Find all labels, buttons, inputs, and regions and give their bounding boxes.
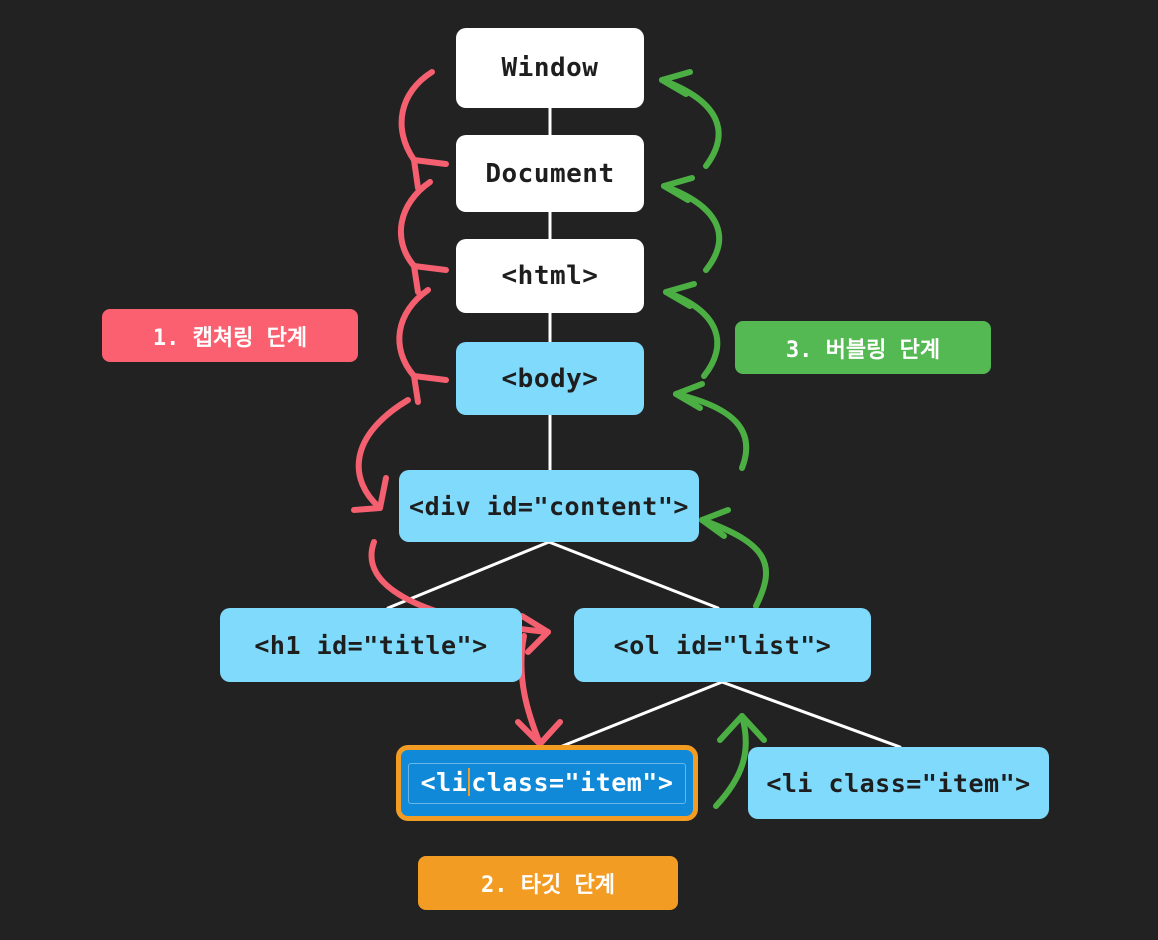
node-html[interactable]: <html> — [456, 239, 644, 313]
node-div-content[interactable]: <div id="content"> — [399, 470, 699, 542]
node-div-content-label: <div id="content"> — [409, 491, 689, 521]
node-document-label: Document — [485, 158, 615, 189]
node-body[interactable]: <body> — [456, 342, 644, 415]
bubble-arrow-3 — [673, 381, 750, 471]
badge-bubbling-phase-label: 3. 버블링 단계 — [785, 337, 941, 363]
capture-arrow-6 — [515, 633, 563, 747]
node-window[interactable]: Window — [456, 28, 644, 108]
bubble-arrow-4 — [663, 281, 721, 379]
node-body-label: <body> — [501, 363, 599, 394]
badge-bubbling-phase[interactable]: 3. 버블링 단계 — [735, 321, 991, 374]
capture-arrow-1 — [398, 69, 449, 191]
bubble-arrows-layer — [659, 69, 769, 809]
target-text-box: <li class="item"> — [407, 762, 687, 804]
target-label-after-caret: class="item"> — [471, 767, 674, 797]
edge-div-h1 — [386, 540, 551, 610]
edge-ol-li1 — [558, 680, 724, 749]
edge-div-ol — [547, 540, 720, 610]
node-li-item-target[interactable]: <li class="item"> — [396, 745, 698, 821]
node-li-item-second[interactable]: <li class="item"> — [748, 747, 1049, 819]
badge-capturing-phase-label: 1. 캡쳐링 단계 — [152, 325, 308, 351]
edge-ol-li2 — [720, 680, 902, 749]
node-html-label: <html> — [501, 261, 599, 291]
capture-arrow-2 — [398, 179, 449, 295]
badge-target-phase-label: 2. 타깃 단계 — [481, 873, 615, 898]
badge-capturing-phase[interactable]: 1. 캡쳐링 단계 — [102, 309, 358, 362]
target-label-before-caret: <li — [420, 767, 468, 797]
text-caret — [468, 767, 471, 797]
node-window-label: Window — [501, 53, 599, 83]
node-h1-title-label: <h1 id="title"> — [254, 630, 488, 660]
badge-target-phase[interactable]: 2. 타깃 단계 — [418, 856, 678, 910]
bubble-arrow-2 — [699, 507, 769, 609]
node-h1-title[interactable]: <h1 id="title"> — [220, 608, 522, 682]
node-ol-list[interactable]: <ol id="list"> — [574, 608, 871, 682]
node-document[interactable]: Document — [456, 135, 644, 212]
node-li-item-second-label: <li class="item"> — [766, 768, 1031, 798]
node-ol-list-label: <ol id="list"> — [613, 630, 832, 660]
capture-arrow-3 — [396, 287, 449, 405]
bubble-arrow-6 — [659, 69, 722, 169]
bubble-arrow-5 — [661, 175, 723, 273]
